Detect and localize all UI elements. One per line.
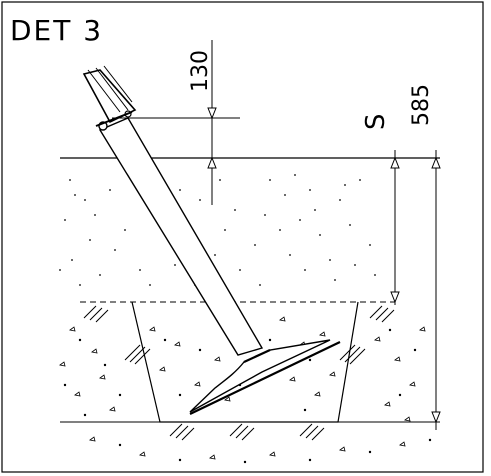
dimension-130: 130 xyxy=(112,40,240,205)
footing-plate xyxy=(189,339,341,415)
sand-layer xyxy=(59,174,376,286)
dimension-s: S xyxy=(361,113,400,305)
gravel-dots xyxy=(63,328,432,464)
inclined-post xyxy=(82,65,264,356)
drawing-frame xyxy=(1,1,484,473)
earth-hatching xyxy=(83,305,395,441)
dimension-585-label: 585 xyxy=(409,84,434,126)
dimension-130-label: 130 xyxy=(188,50,213,92)
detail-title: DET 3 xyxy=(10,14,103,47)
dimension-585: 585 xyxy=(409,84,441,430)
gravel-fill xyxy=(59,316,426,460)
dimension-s-label: S xyxy=(361,113,391,130)
